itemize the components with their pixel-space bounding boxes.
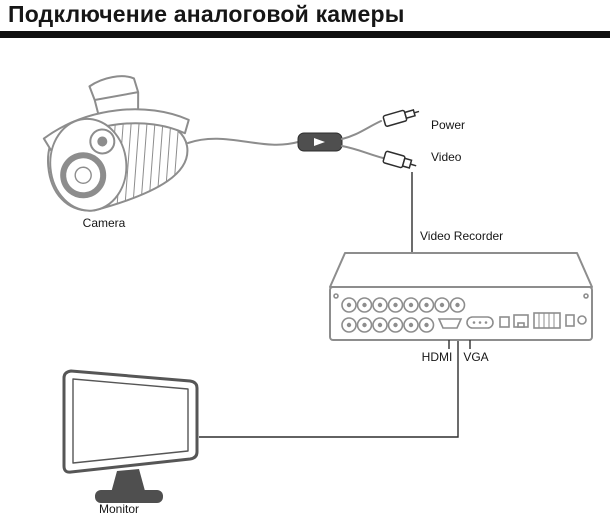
dvr-graphic [329, 252, 593, 341]
usb-port [499, 316, 510, 328]
dvr-top-face [329, 252, 593, 288]
power-switch [565, 314, 575, 327]
splitter-arrow-icon [314, 138, 325, 146]
monitor-label: Monitor [99, 502, 139, 516]
video-label: Video [431, 150, 462, 164]
ethernet-port [513, 314, 529, 328]
vga-port [466, 316, 494, 329]
vga-label: VGA [463, 350, 488, 364]
power-lead [341, 120, 382, 140]
camera-lens-pupil [97, 136, 108, 147]
video-lead [341, 145, 384, 159]
camera-ir-led [60, 152, 107, 199]
monitor-screen-inner [72, 378, 189, 464]
power-connector [382, 109, 420, 127]
monitor-stand-base [95, 490, 163, 503]
title-rule [0, 31, 610, 38]
power-label: Power [431, 118, 465, 132]
camera-label: Camera [83, 216, 126, 230]
page-title: Подключение аналоговой камеры [8, 1, 405, 27]
power-terminal [533, 312, 561, 329]
monitor-stand-neck [111, 469, 145, 493]
splitter-cable [187, 137, 299, 146]
dvr-screw-right [583, 293, 589, 299]
bnc-ports-bottom [341, 317, 435, 333]
monitor-connection-line [199, 341, 459, 438]
camera-ir-center [74, 166, 92, 184]
dvr-screw-left [333, 293, 339, 299]
camera-bracket [88, 75, 140, 125]
hdmi-label: HDMI [422, 350, 453, 364]
video-recorder-label: Video Recorder [420, 229, 503, 243]
monitor-screen [62, 369, 199, 474]
camera-graphic [42, 75, 190, 214]
bnc-ports-top [341, 297, 466, 313]
video-connector [382, 150, 417, 169]
hdmi-port [437, 318, 463, 329]
power-led [577, 315, 587, 325]
monitor-graphic [62, 369, 199, 503]
